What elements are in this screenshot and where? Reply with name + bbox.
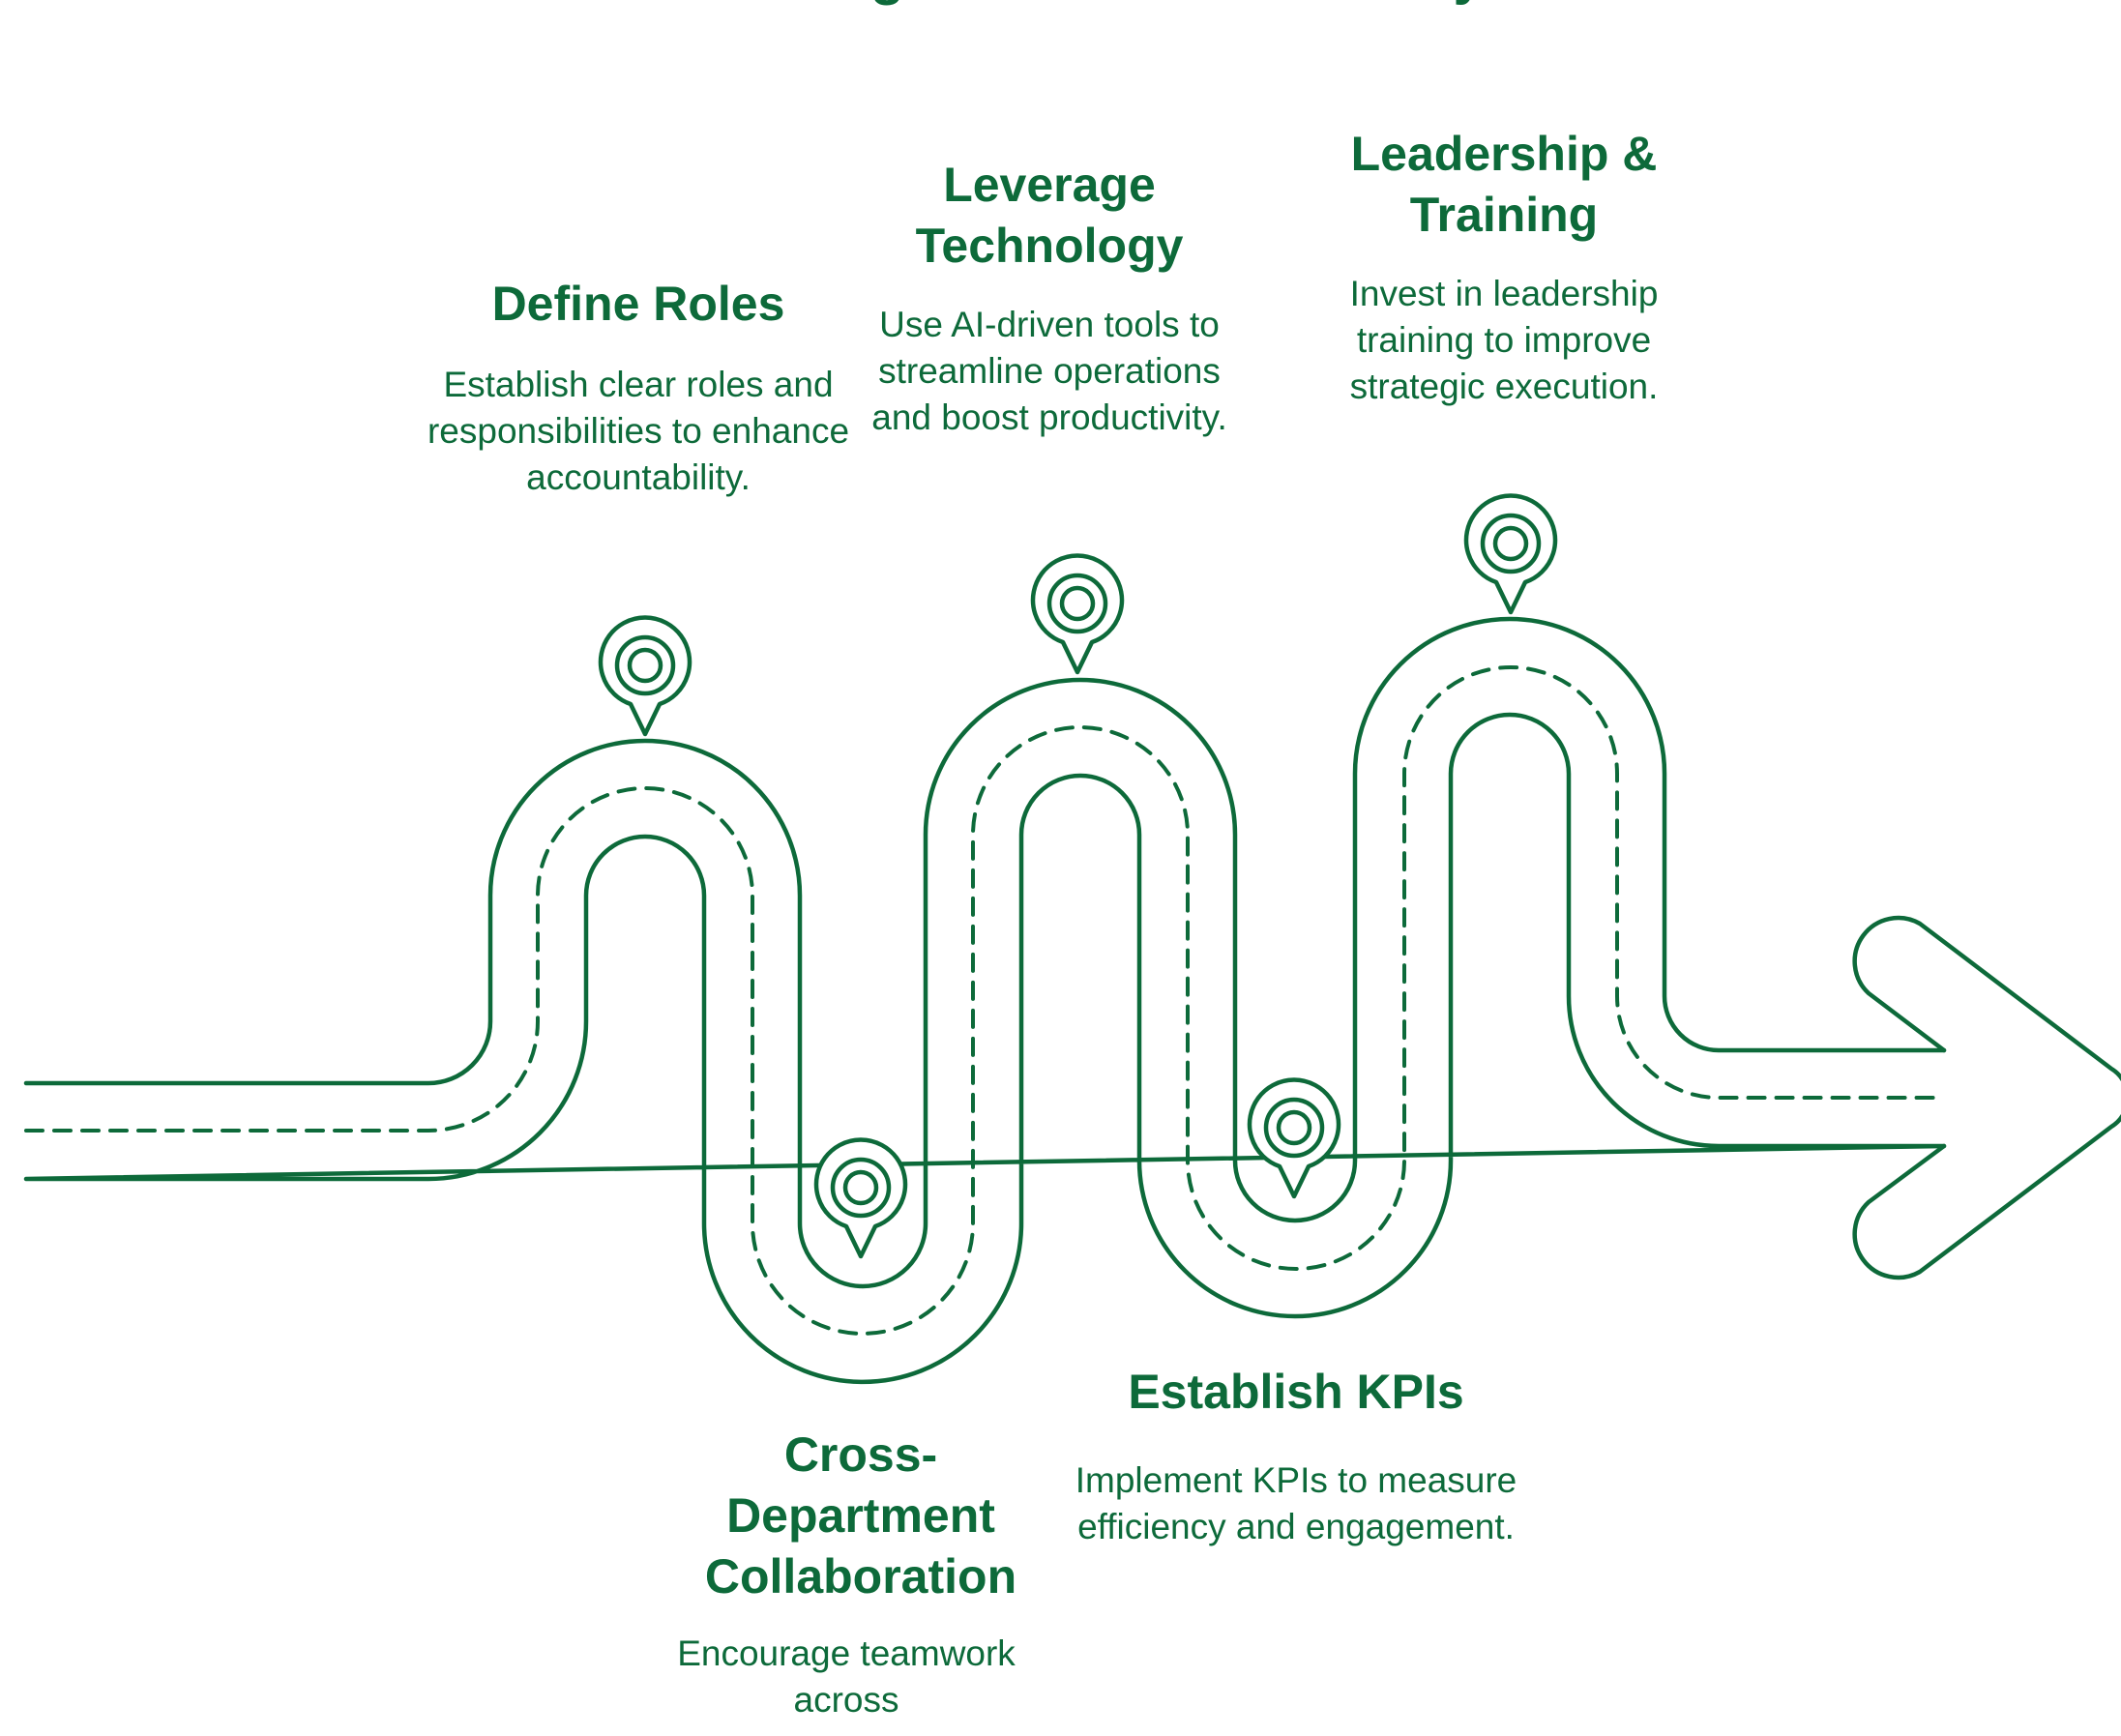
step-description: Establish clear roles and responsibiliti… bbox=[427, 365, 850, 497]
arrow-right-icon bbox=[1852, 915, 2121, 1280]
location-pin-icon bbox=[1033, 556, 1122, 672]
road-bottom-edge bbox=[23, 712, 1947, 1385]
step-title: Cross-Department Collaboration bbox=[704, 1427, 1017, 1604]
location-pin-icon bbox=[816, 1140, 905, 1256]
road-top-edge bbox=[23, 616, 1947, 1289]
location-pin-icon bbox=[1250, 1080, 1339, 1196]
step-title: Leverage Technology bbox=[915, 158, 1184, 273]
step-cross-department-collaboration: Cross-Department Collaboration Encourage… bbox=[658, 1425, 1064, 1723]
location-pin-icon bbox=[1466, 496, 1555, 612]
step-define-roles: Define Roles Establish clear roles and r… bbox=[426, 274, 851, 501]
step-description: Invest in leadership training to improve… bbox=[1349, 274, 1659, 406]
location-pin-icon bbox=[601, 618, 690, 734]
step-title: Establish KPIs bbox=[1128, 1365, 1464, 1419]
step-description: Encourage teamwork across bbox=[677, 1633, 1016, 1720]
diagram-title: Achieving Functional Efficiency bbox=[0, 0, 2121, 10]
road-center-line bbox=[24, 665, 1936, 1336]
step-leverage-technology: Leverage Technology Use AI-driven tools … bbox=[851, 155, 1248, 441]
step-description: Use AI-driven tools to streamline operat… bbox=[871, 305, 1227, 437]
step-title: Define Roles bbox=[491, 277, 785, 331]
step-establish-kpis: Establish KPIs Implement KPIs to measure… bbox=[1074, 1362, 1518, 1550]
step-title: Leadership & Training bbox=[1350, 127, 1658, 242]
step-description: Implement KPIs to measure efficiency and… bbox=[1075, 1460, 1517, 1546]
step-leadership-training: Leadership & Training Invest in leadersh… bbox=[1315, 124, 1693, 410]
